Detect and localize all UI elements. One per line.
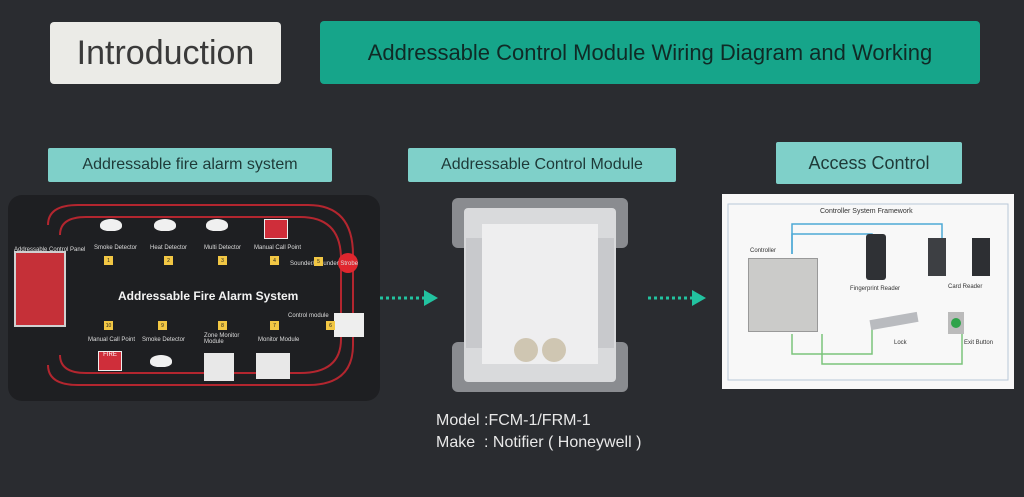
fire-alarm-diagram: Addressable Control Panel Addressable Fi… <box>8 195 380 401</box>
device-num: 6 <box>326 321 335 330</box>
control-module-icon <box>334 313 364 337</box>
device-label: Monitor Module <box>258 337 300 343</box>
fingerprint-reader-icon <box>866 234 886 280</box>
intro-title: Introduction <box>50 22 281 84</box>
device-num: 4 <box>270 256 279 265</box>
device-label: Manual Call Point <box>88 337 136 343</box>
device-label: Zone Monitor Module <box>204 333 240 345</box>
device-label: Sounder/ Sounder Strobe <box>290 261 359 267</box>
card-reader-icon <box>928 238 946 276</box>
device-num: 1 <box>104 256 113 265</box>
section-control-module-label: Addressable Control Module <box>408 148 676 182</box>
framework-title: Controller System Framework <box>820 208 913 215</box>
device-num: 3 <box>218 256 227 265</box>
make-label: Make : <box>436 434 493 451</box>
keypad-icon <box>972 238 990 276</box>
access-control-diagram: Controller System Framework Controller F… <box>722 194 1014 389</box>
control-module-device <box>442 198 638 392</box>
model-line: Model :FCM-1/FRM-1 <box>436 412 591 430</box>
heat-detector-icon <box>154 219 176 231</box>
smoke-detector-icon <box>100 219 122 231</box>
section-fire-alarm-label: Addressable fire alarm system <box>48 148 332 182</box>
device-label: Control module <box>288 313 329 319</box>
model-value: FCM-1/FRM-1 <box>488 412 591 429</box>
controller-label: Controller <box>750 248 777 254</box>
device-num: 2 <box>164 256 173 265</box>
sounder-strobe-icon <box>338 253 358 273</box>
arrow-right-icon <box>648 290 706 306</box>
model-label: Model : <box>436 412 489 429</box>
make-value: Notifier ( Honeywell ) <box>492 434 642 451</box>
exit-button-icon <box>948 312 964 334</box>
control-panel-icon <box>14 251 66 327</box>
section-access-control-label: Access Control <box>776 142 962 184</box>
device-label: Multi Detector <box>204 245 242 251</box>
fire-system-title: Addressable Fire Alarm System <box>118 289 299 303</box>
manual-call-point-icon <box>264 219 288 239</box>
zone-monitor-module-icon <box>204 353 234 381</box>
device-num: 9 <box>158 321 167 330</box>
device-label: Smoke Detector <box>142 337 186 343</box>
make-line: Make : Notifier ( Honeywell ) <box>436 434 641 452</box>
device-num: 8 <box>218 321 227 330</box>
page-title: Addressable Control Module Wiring Diagra… <box>320 21 980 84</box>
arrow-right-icon <box>380 290 438 306</box>
device-label: Smoke Detector <box>94 245 138 251</box>
device-label: Heat Detector <box>150 245 188 251</box>
lock-label: Lock <box>894 340 907 346</box>
smoke-detector-icon <box>150 355 172 367</box>
exit-button-label: Exit Button <box>964 340 994 346</box>
device-num: 10 <box>104 321 113 330</box>
device-num: 7 <box>270 321 279 330</box>
device-num: 5 <box>314 257 323 266</box>
monitor-module-icon <box>256 353 290 379</box>
panel-label: Addressable Control Panel <box>14 247 86 253</box>
device-label: Manual Call Point <box>254 245 302 251</box>
controller-box <box>748 258 818 332</box>
manual-call-point-icon: FIRE <box>98 351 122 371</box>
multi-detector-icon <box>206 219 228 231</box>
card-reader-label: Card Reader <box>948 284 983 290</box>
fingerprint-label: Fingerprint Reader <box>850 286 901 292</box>
